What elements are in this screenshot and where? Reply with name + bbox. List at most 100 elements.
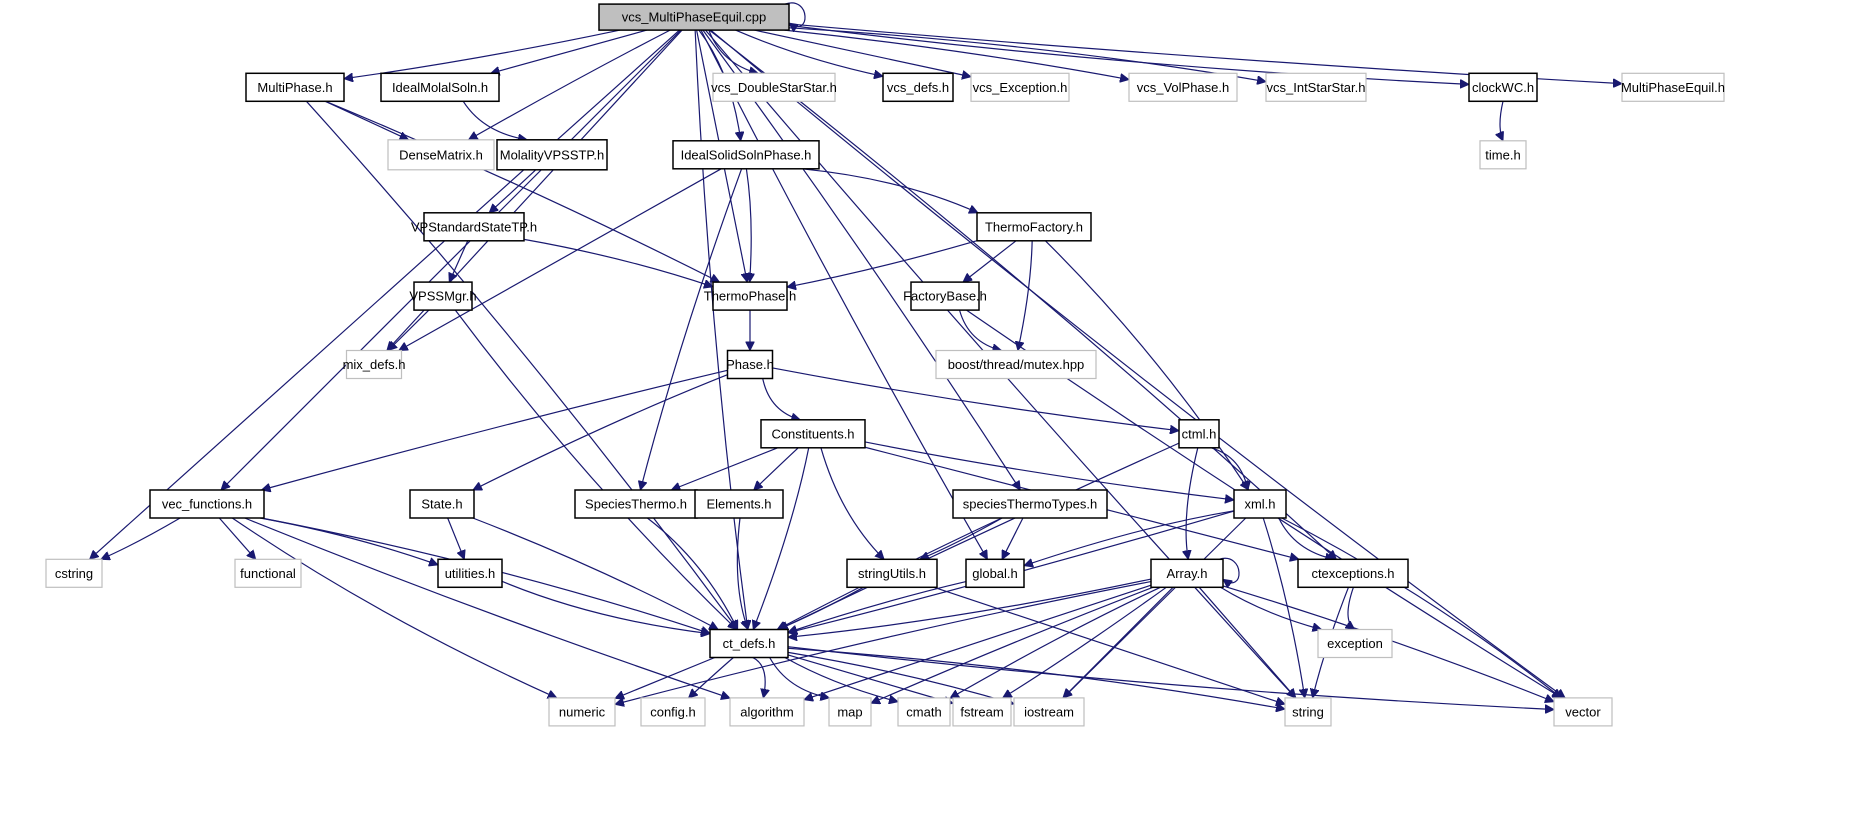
node-box (726, 349, 774, 380)
edge-ct_defs-to-iostream (787, 651, 1014, 704)
node-utilities[interactable]: utilities.h (437, 558, 503, 589)
node-numeric: numeric (548, 697, 616, 727)
node-IdealSolidSolnPhase[interactable]: IdealSolidSolnPhase.h (672, 140, 820, 170)
edge-stringUtils-to-ct_defs (778, 586, 864, 629)
node-VPStandardStateTP[interactable]: VPStandardStateTP.h (411, 212, 537, 242)
node-label: ThermoPhase.h (704, 289, 797, 304)
node-ctml[interactable]: ctml.h (1178, 419, 1220, 449)
edge-speciesThermoTypes-to-stringUtils (920, 517, 1003, 559)
node-box (1297, 558, 1409, 589)
node-stringUtils[interactable]: stringUtils.h (846, 558, 938, 589)
node-ThermoFactory[interactable]: ThermoFactory.h (976, 212, 1092, 242)
node-Constituents[interactable]: Constituents.h (760, 419, 866, 449)
node-VPSSMgr[interactable]: VPSSMgr.h (409, 281, 477, 311)
edge-Constituents-to-xml (864, 441, 1234, 500)
edge-Phase-to-State (473, 374, 728, 491)
node-root[interactable]: vcs_MultiPhaseEquil.cpp (598, 3, 790, 31)
node-label: vcs_Exception.h (973, 80, 1068, 95)
node-label: time.h (1485, 147, 1520, 162)
node-time: time.h (1479, 140, 1527, 170)
node-box (882, 72, 954, 103)
edge-root-to-vcs_defs (735, 29, 883, 76)
node-label: vcs_defs.h (887, 80, 949, 95)
node-vcs_VolPhase: vcs_VolPhase.h (1128, 72, 1238, 102)
node-label: FactoryBase.h (903, 289, 987, 304)
node-fstream: fstream (952, 697, 1012, 727)
node-xml[interactable]: xml.h (1233, 489, 1287, 519)
node-Array[interactable]: Array.h (1150, 558, 1224, 589)
edge-global-to-ct_defs (788, 580, 967, 633)
node-box (387, 139, 495, 171)
node-box (1317, 628, 1393, 659)
node-SpeciesThermo[interactable]: SpeciesThermo.h (574, 489, 698, 519)
node-vec_functions[interactable]: vec_functions.h (149, 489, 265, 519)
node-Phase[interactable]: Phase.h (726, 349, 774, 380)
edge-Constituents-to-stringUtils (820, 447, 884, 560)
node-label: speciesThermoTypes.h (963, 497, 1097, 512)
node-clockWC[interactable]: clockWC.h (1468, 72, 1538, 103)
node-algorithm: algorithm (729, 697, 805, 727)
node-label: map (837, 704, 862, 719)
edge-IdealSolidSolnPhase-to-SpeciesThermo (640, 168, 743, 490)
edge-root-to-clockWC (788, 24, 1469, 84)
node-ThermoPhase[interactable]: ThermoPhase.h (704, 281, 797, 311)
node-label: cstring (55, 566, 93, 581)
node-label: ctml.h (1182, 426, 1217, 441)
edge-State-to-utilities (447, 517, 465, 559)
edge-root-to-vector (710, 29, 1565, 698)
edge-State-to-ct_defs (472, 517, 718, 631)
node-MultiPhase[interactable]: MultiPhase.h (245, 72, 345, 103)
node-speciesThermoTypes[interactable]: speciesThermoTypes.h (952, 489, 1108, 519)
edge-root-to-ct_defs (694, 30, 748, 629)
node-map: map (828, 697, 872, 727)
node-IdealMolalSoln[interactable]: IdealMolalSoln.h (380, 72, 500, 103)
node-box (760, 419, 866, 449)
node-box (423, 212, 525, 242)
node-label: ThermoFactory.h (985, 219, 1083, 234)
node-ctexceptions[interactable]: ctexceptions.h (1297, 558, 1409, 589)
edge-Array-to-cmath (950, 586, 1161, 699)
node-label: config.h (650, 704, 696, 719)
node-global[interactable]: global.h (965, 558, 1025, 589)
edge-IdealSolidSolnPhase-to-mix_defs (399, 168, 722, 352)
edge-MultiPhase-to-ThermoPhase (325, 100, 720, 283)
edge-ct_defs-to-string (787, 647, 1285, 709)
edge-Array-to-Array (1218, 557, 1240, 583)
node-label: vcs_MultiPhaseEquil.cpp (622, 10, 767, 25)
edge-Array-to-algorithm (804, 584, 1152, 700)
node-vcs_IntStarStar: vcs_IntStarStar.h (1265, 72, 1367, 102)
edge-vec_functions-to-functional (218, 517, 255, 559)
edge-Constituents-to-Elements (754, 447, 799, 490)
node-box (935, 349, 1097, 380)
node-label: string (1292, 704, 1324, 719)
node-label: fstream (960, 704, 1003, 719)
node-vcs_defs[interactable]: vcs_defs.h (882, 72, 954, 103)
node-box (45, 558, 103, 588)
edge-ThermoFactory-to-FactoryBase (963, 240, 1017, 282)
node-label: DenseMatrix.h (399, 147, 483, 162)
node-FactoryBase[interactable]: FactoryBase.h (903, 281, 987, 311)
node-box (1178, 419, 1220, 449)
edge-Phase-to-vec_functions (261, 369, 728, 490)
edge-Array-to-numeric (615, 580, 1152, 705)
edge-Elements-to-ct_defs (736, 517, 748, 630)
node-box (1284, 697, 1332, 727)
node-box (672, 140, 820, 170)
node-box (970, 72, 1070, 102)
node-cstring: cstring (45, 558, 103, 588)
edge-VPStandardStateTP-to-ThermoPhase (523, 238, 713, 286)
node-label: Array.h (1167, 566, 1208, 581)
node-label: mix_defs.h (343, 357, 406, 372)
node-label: exception (1327, 636, 1383, 651)
node-boost_mutex: boost/thread/mutex.hpp (935, 349, 1097, 380)
node-ct_defs[interactable]: ct_defs.h (709, 628, 789, 659)
node-box (1150, 558, 1224, 589)
edge-Phase-to-ctml (772, 367, 1180, 431)
node-box (952, 489, 1108, 519)
node-MolalityVPSSTP[interactable]: MolalityVPSSTP.h (496, 139, 608, 171)
node-box (149, 489, 265, 519)
node-State[interactable]: State.h (409, 489, 475, 519)
edge-ctml-to-xml (1210, 447, 1248, 490)
node-Elements[interactable]: Elements.h (694, 489, 784, 519)
edges-layer (90, 2, 1622, 710)
